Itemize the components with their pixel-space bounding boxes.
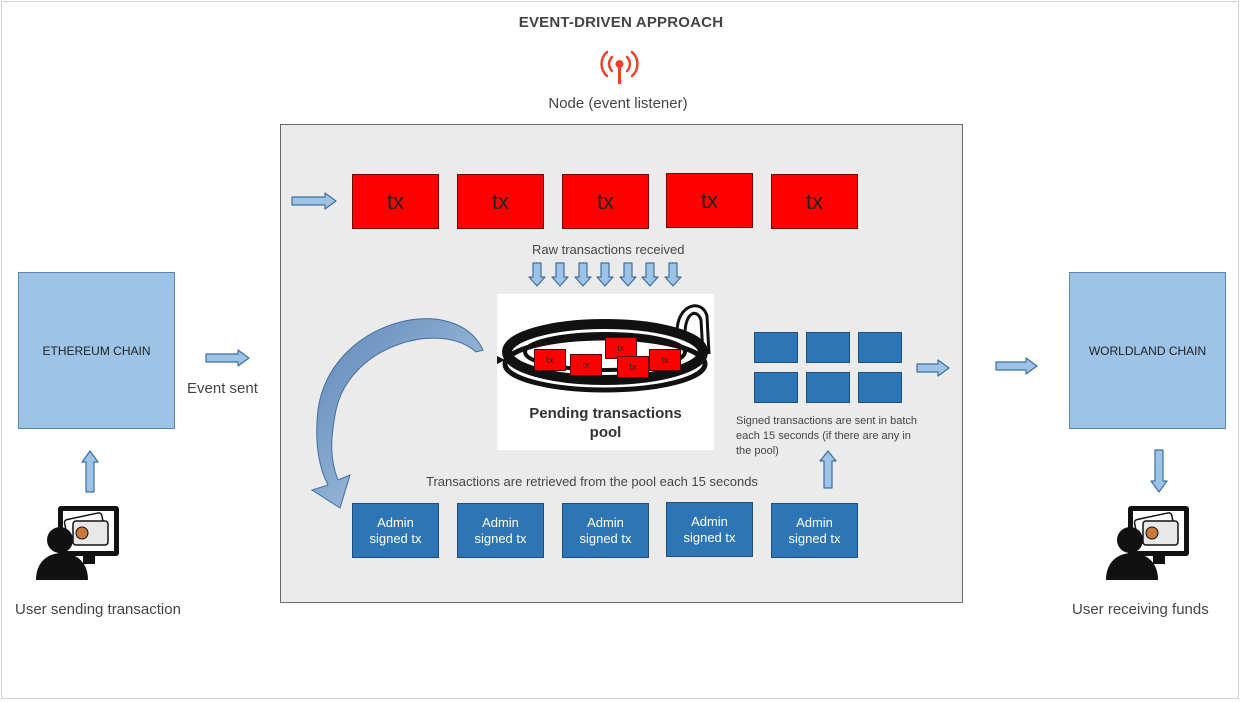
user-computer-icon bbox=[1106, 506, 1189, 580]
worldland-chain-box: WORLDLAND CHAIN bbox=[1069, 272, 1226, 429]
pool-label-line1: Pending transactions bbox=[529, 405, 682, 422]
arrow-down bbox=[619, 262, 637, 287]
pool-label-line2: pool bbox=[589, 424, 622, 441]
admin-line2: signed tx bbox=[683, 529, 736, 545]
raw-tx-box: tx bbox=[562, 174, 649, 229]
node-label: Node (event listener) bbox=[548, 95, 688, 112]
admin-line1: Admin bbox=[482, 514, 519, 530]
pool-tx: tx bbox=[649, 349, 681, 371]
signed-batch-box bbox=[806, 372, 850, 403]
raw-tx-box: tx bbox=[771, 174, 858, 229]
worldland-chain-label: WORLDLAND CHAIN bbox=[1088, 343, 1207, 358]
tx-label: tx bbox=[700, 187, 719, 213]
raw-tx-box: tx bbox=[457, 174, 544, 229]
batch-label-line2: each 15 seconds (if there are any in bbox=[736, 430, 911, 442]
arrow-down bbox=[596, 262, 614, 287]
ethereum-chain-label: ETHEREUM CHAIN bbox=[42, 343, 151, 358]
pending-pool-image: tx tx tx tx tx Pending transactions pool bbox=[497, 294, 714, 450]
signed-batch-box bbox=[806, 332, 850, 363]
pool-tx: tx bbox=[617, 356, 649, 378]
arrow-down bbox=[528, 262, 546, 287]
pool-tx: tx bbox=[534, 349, 566, 371]
pool-label: Pending transactions pool bbox=[497, 404, 714, 442]
arrow-right bbox=[916, 359, 950, 377]
raw-transactions-label: Raw transactions received bbox=[532, 242, 685, 257]
arrow-right bbox=[995, 357, 1038, 375]
tx-label: tx bbox=[805, 188, 824, 214]
raw-tx-box: tx bbox=[666, 173, 753, 228]
admin-line2: signed tx bbox=[579, 530, 632, 546]
pool-tx: tx bbox=[570, 354, 602, 376]
arrow-right bbox=[291, 192, 337, 210]
batch-label-line1: Signed transactions are sent in batch bbox=[736, 415, 918, 427]
arrow-up bbox=[819, 450, 837, 489]
arrow-down bbox=[1150, 449, 1168, 493]
user-computer-icon bbox=[36, 506, 119, 580]
raw-tx-box: tx bbox=[352, 174, 439, 229]
arrow-down bbox=[574, 262, 592, 287]
signed-batch-box bbox=[754, 332, 798, 363]
event-sent-label: Event sent bbox=[187, 380, 258, 397]
pool-ring-icon bbox=[497, 304, 711, 393]
batch-label: Signed transactions are sent in batch ea… bbox=[736, 414, 917, 459]
tx-label: tx bbox=[596, 188, 615, 214]
curved-arrow bbox=[310, 318, 484, 509]
admin-line2: signed tx bbox=[788, 530, 841, 546]
tx-label: tx bbox=[386, 188, 405, 214]
ethereum-chain-box: ETHEREUM CHAIN bbox=[18, 272, 175, 429]
tx-label: tx bbox=[491, 188, 510, 214]
arrow-right bbox=[205, 349, 250, 367]
arrow-down bbox=[551, 262, 569, 287]
signed-batch-box bbox=[858, 332, 902, 363]
retrieved-label: Transactions are retrieved from the pool… bbox=[426, 474, 758, 489]
admin-line1: Admin bbox=[377, 514, 414, 530]
admin-line1: Admin bbox=[587, 514, 624, 530]
admin-line2: signed tx bbox=[369, 530, 422, 546]
batch-label-line3: the pool) bbox=[736, 445, 779, 457]
signed-batch-box bbox=[754, 372, 798, 403]
admin-line2: signed tx bbox=[474, 530, 527, 546]
arrow-up bbox=[81, 450, 99, 493]
diagram-title: EVENT-DRIVEN APPROACH bbox=[518, 14, 724, 31]
arrow-down bbox=[641, 262, 659, 287]
admin-line1: Admin bbox=[691, 513, 728, 529]
admin-line1: Admin bbox=[796, 514, 833, 530]
user-sending-label: User sending transaction bbox=[15, 601, 181, 618]
signed-batch-box bbox=[858, 372, 902, 403]
user-receiving-label: User receiving funds bbox=[1072, 601, 1209, 618]
arrow-down bbox=[664, 262, 682, 287]
